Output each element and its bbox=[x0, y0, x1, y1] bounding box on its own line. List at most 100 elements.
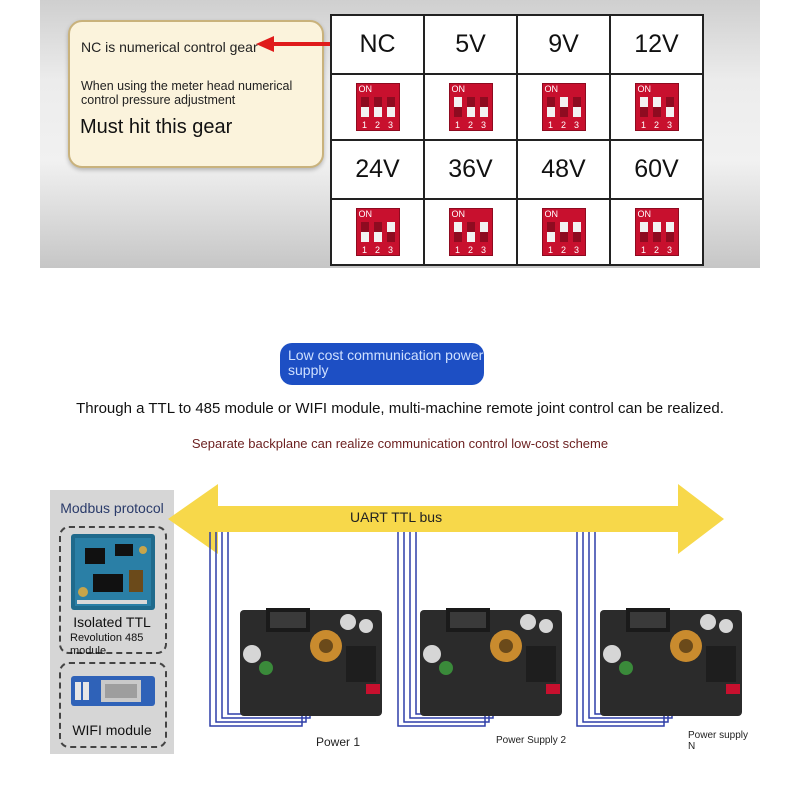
dip-on-label: ON bbox=[358, 84, 373, 94]
dip-knob bbox=[546, 107, 555, 117]
dip-slot bbox=[479, 222, 488, 242]
dip-knob bbox=[572, 107, 581, 117]
wifi-module-label: WIFI module bbox=[72, 722, 152, 738]
dip-knob bbox=[546, 232, 555, 242]
dip-number-label: 2 bbox=[467, 245, 473, 255]
power-supply-board-icon bbox=[600, 608, 742, 716]
power-supply-caption: Power Supply 2 bbox=[496, 735, 567, 746]
dip-slot bbox=[360, 222, 369, 242]
dip-slot bbox=[453, 222, 462, 242]
headline: Through a TTL to 485 module or WIFI modu… bbox=[76, 400, 724, 417]
dip-knob bbox=[453, 97, 462, 107]
dip-on-label: ON bbox=[451, 209, 466, 219]
dip-number-label: 2 bbox=[560, 245, 566, 255]
dip-knob bbox=[373, 232, 382, 242]
dip-number-label: 1 bbox=[640, 245, 646, 255]
uart-bus-arrow bbox=[168, 484, 724, 554]
power-supply-board-icon bbox=[420, 608, 562, 716]
dip-knob bbox=[652, 222, 661, 232]
note-emphasis: Must hit this gear bbox=[80, 116, 233, 138]
dip-number-label: 2 bbox=[560, 120, 566, 130]
voltage-label: 36V bbox=[423, 139, 518, 200]
dip-slot bbox=[639, 222, 648, 242]
dip-slot bbox=[559, 222, 568, 242]
dip-slot bbox=[639, 97, 648, 117]
dip-number-label: 1 bbox=[547, 245, 553, 255]
dip-knob bbox=[373, 107, 382, 117]
dip-number-label: 3 bbox=[573, 120, 579, 130]
dip-slot bbox=[360, 97, 369, 117]
dip-number-label: 3 bbox=[387, 245, 393, 255]
module-label: module bbox=[70, 645, 107, 657]
ttl-485-module-board-icon bbox=[71, 534, 155, 610]
dip-number-label: 2 bbox=[374, 120, 380, 130]
dip-number-label: 3 bbox=[666, 120, 672, 130]
voltage-label: 60V bbox=[609, 139, 704, 200]
dip-knob bbox=[453, 222, 462, 232]
low-cost-badge: Low cost communication power supply bbox=[280, 343, 484, 385]
dip-slot bbox=[373, 97, 382, 117]
voltage-label: 12V bbox=[609, 14, 704, 75]
voltage-label: 9V bbox=[516, 14, 611, 75]
wifi-module-frame bbox=[59, 662, 167, 748]
dip-slot bbox=[559, 97, 568, 117]
dip-knob bbox=[386, 107, 395, 117]
dip-number-label: 1 bbox=[547, 120, 553, 130]
dip-slot bbox=[466, 97, 475, 117]
dip-knob bbox=[559, 222, 568, 232]
dip-knob bbox=[559, 97, 568, 107]
dip-on-label: ON bbox=[637, 84, 652, 94]
power-supply-caption: Power supply N bbox=[688, 730, 749, 752]
dip-knob bbox=[360, 232, 369, 242]
dip-slot bbox=[652, 222, 661, 242]
dip-number-label: 1 bbox=[361, 120, 367, 130]
uart-bus-label: UART TTL bus bbox=[350, 509, 443, 525]
dip-on-label: ON bbox=[544, 209, 559, 219]
dip-knob bbox=[572, 222, 581, 232]
dip-on-label: ON bbox=[637, 209, 652, 219]
dip-number-label: 3 bbox=[387, 120, 393, 130]
dip-on-label: ON bbox=[451, 84, 466, 94]
dip-on-label: ON bbox=[358, 209, 373, 219]
dip-knob bbox=[479, 107, 488, 117]
dip-slot bbox=[386, 222, 395, 242]
dip-slot bbox=[479, 97, 488, 117]
dip-number-label: 3 bbox=[573, 245, 579, 255]
dip-number-label: 2 bbox=[467, 120, 473, 130]
voltage-label: NC bbox=[330, 14, 425, 75]
dip-knob bbox=[665, 222, 674, 232]
dip-number-label: 1 bbox=[361, 245, 367, 255]
voltage-label: 24V bbox=[330, 139, 425, 200]
isolated-ttl-label: Isolated TTL bbox=[73, 614, 151, 630]
dip-number-label: 3 bbox=[480, 120, 486, 130]
dip-knob bbox=[639, 97, 648, 107]
dip-slot bbox=[652, 97, 661, 117]
ttl-485-module-frame bbox=[59, 526, 167, 654]
dip-knob bbox=[386, 222, 395, 232]
voltage-label: 48V bbox=[516, 139, 611, 200]
wifi-module-board-icon bbox=[71, 676, 155, 706]
dip-number-label: 1 bbox=[454, 120, 460, 130]
voltage-label: 5V bbox=[423, 14, 518, 75]
dip-slot bbox=[665, 222, 674, 242]
dip-slot bbox=[373, 222, 382, 242]
dip-knob bbox=[466, 107, 475, 117]
note-subtitle: When using the meter head numerical cont… bbox=[81, 79, 293, 107]
note-title: NC is numerical control gear bbox=[81, 39, 258, 55]
power-supply-board-icon bbox=[240, 608, 382, 716]
dip-number-label: 2 bbox=[374, 245, 380, 255]
dip-knob bbox=[639, 222, 648, 232]
